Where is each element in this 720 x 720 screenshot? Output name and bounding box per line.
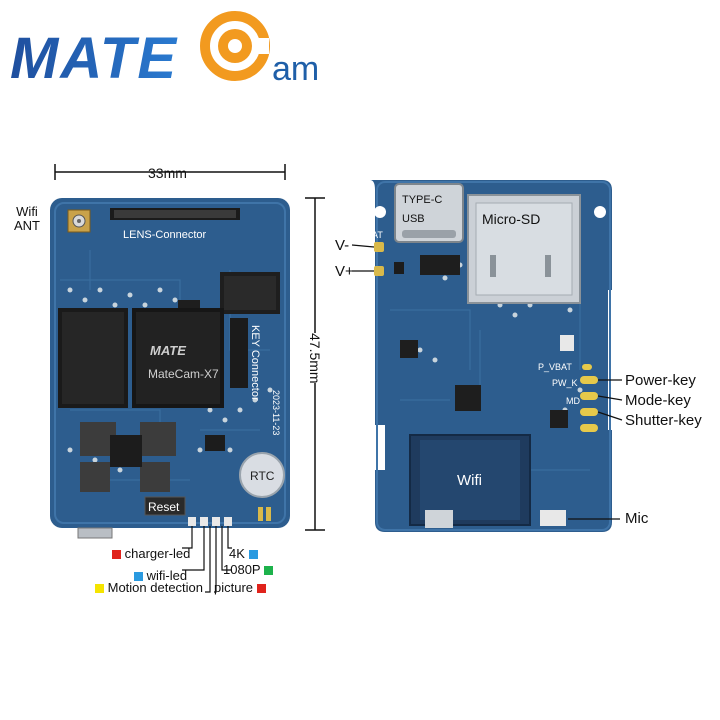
rtc-battery	[239, 452, 285, 498]
usb-c-port	[394, 183, 464, 243]
pw-k-label: PW_K	[552, 378, 578, 388]
yellow-swatch	[95, 584, 104, 594]
v-minus-label: V-	[335, 237, 350, 254]
reset-label: Reset	[148, 500, 180, 514]
power-key-label: Power-key	[625, 372, 696, 389]
v-plus-label: V+	[335, 263, 354, 280]
type-c-label: TYPE-C	[402, 194, 442, 206]
reset-button	[144, 496, 186, 516]
brand-mate-text: MATE	[10, 26, 178, 88]
p-vbat-label: P_VBAT	[538, 362, 572, 372]
usb-label: USB	[402, 213, 425, 225]
picture-legend: picture	[214, 580, 266, 595]
width-dimension: 33mm	[148, 165, 187, 181]
green-swatch	[263, 566, 273, 576]
bat-label: BAT	[366, 230, 383, 240]
charger-led-legend: charger-led	[112, 546, 190, 561]
brand-cam-text: am	[272, 50, 319, 88]
wifi-led-legend: wifi-led	[134, 568, 187, 583]
1080p-legend: 1080P	[223, 562, 273, 577]
lens-connector-label: LENS-Connector	[123, 229, 206, 241]
chip-model-label: MateCam-X7	[148, 367, 219, 381]
mic-label: Mic	[625, 510, 649, 527]
micro-sd-label: Micro-SD	[482, 211, 540, 227]
md-label: MD	[566, 396, 580, 406]
red-swatch	[112, 550, 121, 560]
back-board-view: TYPE-C USB Micro-SD BAT P_VBAT PW_K MD	[330, 170, 720, 550]
mode-key-label: Mode-key	[625, 392, 691, 409]
date-label: 2023-11-23	[271, 390, 281, 435]
front-board-view: 33mm LENS-Connector	[0, 150, 340, 600]
motion-detection-legend: Motion detection	[95, 580, 203, 595]
shutter-key-label: Shutter-key	[625, 412, 702, 429]
wifi-module-label: Wifi	[457, 472, 482, 489]
key-connector-label: KEY Connector	[249, 325, 261, 401]
height-dimension: 47.5mm	[307, 333, 323, 384]
4k-legend: 4K	[229, 546, 258, 561]
blue-swatch	[134, 572, 143, 582]
brand-logo: MATE am	[10, 8, 340, 91]
rtc-label: RTC	[250, 469, 275, 483]
wifi-ant-label: Wifi ANT	[14, 204, 40, 233]
chip-brand-label: MATE	[150, 343, 186, 358]
red-swatch	[256, 584, 266, 594]
blue-swatch	[248, 550, 258, 560]
aperture-c-icon	[200, 11, 270, 81]
